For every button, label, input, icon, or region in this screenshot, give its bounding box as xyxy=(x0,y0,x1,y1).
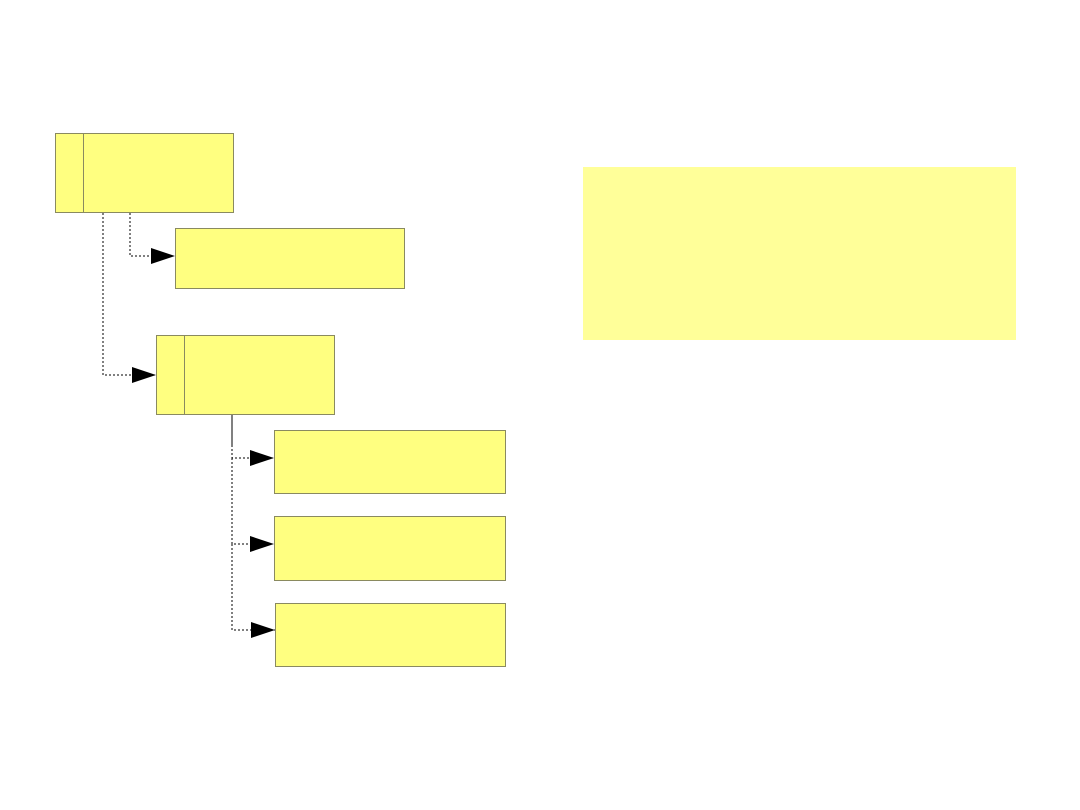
node-root-tab xyxy=(56,134,84,212)
node-leaf-1[interactable] xyxy=(274,430,506,494)
node-leaf-2[interactable] xyxy=(274,516,506,581)
node-root[interactable] xyxy=(55,133,234,213)
node-leaf-3[interactable] xyxy=(275,603,506,667)
edge-root-to-child-a xyxy=(129,213,175,264)
edge-child-b-to-leaf-2 xyxy=(231,458,274,552)
node-child-a[interactable] xyxy=(175,228,405,289)
edge-child-b-to-leaf-3 xyxy=(231,544,275,638)
edge-child-b-to-leaf-1 xyxy=(231,445,274,466)
node-child-b[interactable] xyxy=(156,335,335,415)
edge-root-to-child-b xyxy=(102,213,156,383)
note-box[interactable] xyxy=(583,167,1016,340)
node-child-b-tab xyxy=(157,336,185,414)
